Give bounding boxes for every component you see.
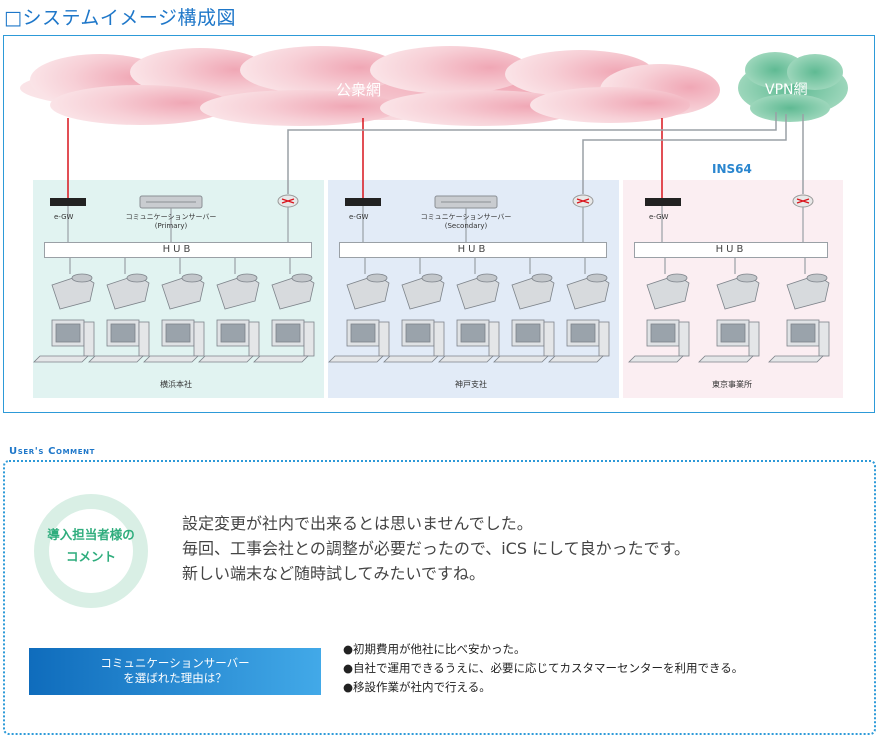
- vpn-network-label: VPN網: [765, 82, 808, 98]
- pc-icon: [628, 319, 690, 363]
- pc-icon: [493, 319, 555, 363]
- server-icon: [139, 195, 203, 209]
- phone-icon: [786, 273, 830, 310]
- server-label-yokohama: コミュニケーションサーバー (Primary): [118, 212, 224, 230]
- pc-icon: [88, 319, 150, 363]
- phone-icon: [271, 273, 315, 310]
- router-icon: [277, 194, 299, 208]
- public-network-label: 公衆網: [336, 81, 382, 99]
- gateway-label: e-GW: [54, 213, 74, 221]
- comment-badge: 導入担当者様の コメント: [34, 524, 148, 568]
- phone-icon: [716, 273, 760, 310]
- quote-line: 設定変更が社内で出来るとは思いませんでした。: [182, 514, 533, 533]
- network-diagram: [20, 46, 848, 363]
- quote-line: 毎回、工事会社との調整が必要だったので、iCS にして良かったです。: [182, 539, 690, 558]
- reason-list: ●初期費用が他社に比べ安かった。 ●自社で運用できるうえに、必要に応じてカスタマ…: [343, 640, 743, 697]
- public-network-cloud: [20, 46, 720, 126]
- pc-icon: [698, 319, 760, 363]
- phone-icon: [161, 273, 205, 310]
- comment-box: [3, 460, 876, 735]
- pc-icon: [548, 319, 610, 363]
- gateway-label: e-GW: [649, 213, 669, 221]
- phone-icon: [566, 273, 610, 310]
- server-name: コミュニケーションサーバー: [420, 213, 512, 221]
- quote-line: 新しい端末など随時試してみたいですね。: [182, 564, 486, 583]
- reason-title-line: コミュニケーションサーバー: [100, 656, 250, 670]
- router-icon: [572, 194, 594, 208]
- reason-item: ●移設作業が社内で行える。: [343, 680, 491, 694]
- phone-icon: [216, 273, 260, 310]
- pc-icon: [438, 319, 500, 363]
- phone-icon: [456, 273, 500, 310]
- office-name-kobe: 神戸支社: [455, 380, 487, 389]
- reason-title-line: を選ばれた理由は？: [123, 671, 227, 685]
- router-icon: [792, 194, 814, 208]
- server-role: (Secondary): [444, 222, 488, 230]
- hub-bar-kobe: HUB: [339, 242, 607, 258]
- page-title: □システムイメージ構成図: [4, 7, 237, 29]
- phone-icon: [51, 273, 95, 310]
- user-quote: 設定変更が社内で出来るとは思いませんでした。 毎回、工事会社との調整が必要だった…: [182, 511, 690, 586]
- badge-line: 導入担当者様の: [47, 527, 135, 542]
- pc-icon: [383, 319, 445, 363]
- phone-icon: [401, 273, 445, 310]
- pc-icon: [768, 319, 830, 363]
- diagram-frame: [3, 35, 875, 413]
- server-name: コミュニケーションサーバー: [125, 213, 217, 221]
- reason-item: ●自社で運用できるうえに、必要に応じてカスタマーセンターを利用できる。: [343, 661, 744, 675]
- pc-icon: [33, 319, 95, 363]
- phone-icon: [511, 273, 555, 310]
- office-name-yokohama: 横浜本社: [160, 380, 192, 389]
- gateway-tokyo: [645, 198, 681, 206]
- office-name-tokyo: 東京事業所: [712, 380, 752, 389]
- server-icon: [434, 195, 498, 209]
- pc-icon: [198, 319, 260, 363]
- reason-title-box: コミュニケーションサーバー を選ばれた理由は？: [29, 648, 321, 695]
- phone-icon: [346, 273, 390, 310]
- pc-icon: [143, 319, 205, 363]
- phone-icon: [646, 273, 690, 310]
- pc-icon: [253, 319, 315, 363]
- reason-item: ●初期費用が他社に比べ安かった。: [343, 642, 526, 656]
- gateway-label: e-GW: [349, 213, 369, 221]
- ins64-label: INS64: [712, 162, 752, 176]
- badge-line: コメント: [65, 549, 116, 564]
- phone-icon: [106, 273, 150, 310]
- hub-bar-tokyo: HUB: [634, 242, 828, 258]
- hub-bar-yokohama: HUB: [44, 242, 312, 258]
- gateway-yokohama: [50, 198, 86, 206]
- pc-icon: [328, 319, 390, 363]
- gateway-kobe: [345, 198, 381, 206]
- vpn-network-cloud: [738, 52, 848, 122]
- users-comment-heading: User's Comment: [9, 446, 95, 457]
- server-role: (Primary): [154, 222, 188, 230]
- server-label-kobe: コミュニケーションサーバー (Secondary): [413, 212, 519, 230]
